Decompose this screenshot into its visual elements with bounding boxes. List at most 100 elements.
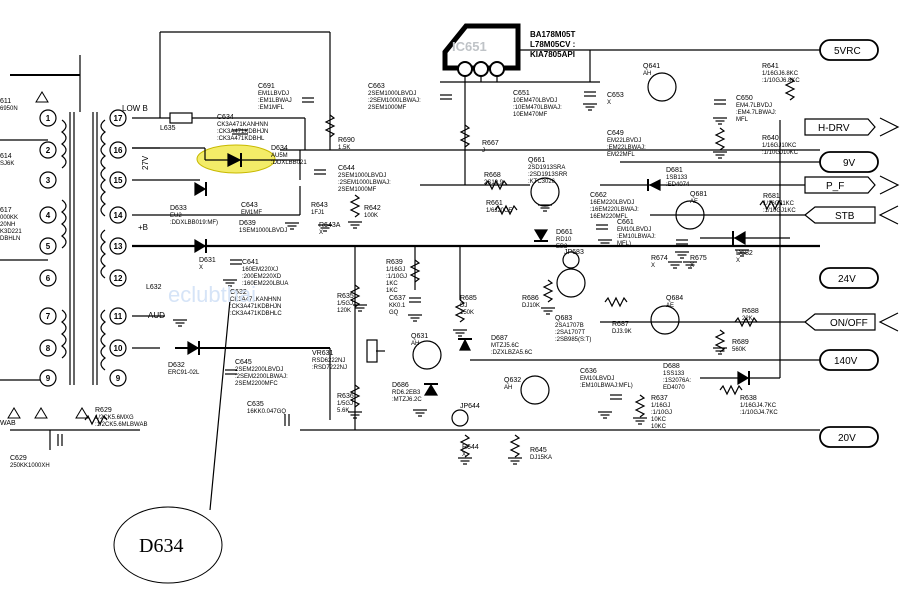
component-c651-line-1: 10EM470LBVDJ [513,98,557,104]
callout-label: D634 [139,535,183,557]
label-plus-b: +B [138,223,148,232]
component-c645-line-2: :2SEM2200LBWAJ: [235,374,288,380]
component-c649-line-1: EM22LBVDJ [607,138,641,144]
pin-right-12 [109,269,127,287]
warning-icons [7,91,89,419]
component-c691-line-3: :EM1MFL [258,105,285,111]
pin-right-13 [109,237,127,255]
pin-right-10 [109,339,127,357]
component-c650-line-1: EM4.7LBVDJ [736,103,772,109]
component-q632-ref: Q632 [504,377,521,384]
left-part-d617-line-4: DBHLN [0,236,20,242]
component-vr631-line-1: RSD6222NJ [312,358,345,364]
component-q661-ref: Q661 [528,157,545,164]
component-c650-ref: C650 [736,95,753,102]
component-r635-line-2: 120K [337,308,351,314]
label-low-b: LOW B [122,104,148,113]
component-c661-line-1: EM10LBVDJ [617,227,651,233]
pin-left-1 [39,109,57,127]
pin-left-7 [39,307,57,325]
component-c636-line-1: EM10LBVDJ [580,376,614,382]
pin-right-10-label: 10 [114,344,123,353]
component-r636-line-2: 5.6K [337,408,349,414]
component-c634-line-3: :CK3A471KDBHL [217,136,265,142]
component-c691-ref: C691 [258,83,275,90]
component-d634lbl-line-1: AU5M [271,153,288,159]
component-r640-line-1: 1/16GJ10KC [762,143,797,149]
component-q681-ref: Q681 [690,191,707,198]
label-27v: 27V [141,155,150,170]
component-c632-line-3: :CK3A471KDBHLC [230,311,282,317]
rail-pills: 5VRC H-DRV 9V P_F STB 24V ON/OFF [804,39,900,448]
pin-right-16-label: 16 [114,146,123,155]
component-c649-line-2: :EM22LBWAJ: [607,145,646,151]
component-r668-ref: R668 [484,172,501,179]
ic-part-1: BA178M05T [530,30,575,39]
pin-right-17-label: 17 [114,114,123,123]
ic-part-2: L78M05CV : [530,40,575,49]
component-d639-ref: D639 [239,220,256,227]
component-r637-line-3: 10KC [651,417,667,423]
component-l632-ref: L632 [146,284,162,291]
pin-left-2-label: 2 [46,146,51,155]
rail-5vrc: 5VRC [819,39,879,61]
component-q661-line-3: :KTC3026 [528,179,556,185]
component-q661-line-2: :2SD1913SRR [528,172,568,178]
component-q683-line-3: :2SB985(S:T) [555,337,591,343]
component-d688-ref: D688 [663,363,680,370]
component-d661-line-2: EB2 [556,244,568,250]
component-r636-line-1: 1/5GJ [337,401,353,407]
component-c637-ref: C637 [389,295,406,302]
component-r685-line-1: DJ [460,303,467,309]
component-r636-ref: R636 [337,393,354,400]
component-c645-ref: C645 [235,359,252,366]
component-r635-line-1: 1/5GJ [337,301,353,307]
component-r661-line-1: 1/6J20CE [486,208,512,214]
component-q683-line-2: :2SA1707T [555,330,585,336]
component-c632-line-2: :CK3A471KDBHJN [230,304,281,310]
pin-left-5 [39,237,57,255]
component-c663-line-3: 2SEM1000MF [368,105,407,111]
component-c641-line-2: :200EM220XD [242,274,282,280]
component-r641-ref: R641 [762,63,779,70]
component-d631-ref: D631 [199,257,216,264]
rail-pf: P_F [804,175,900,195]
component-r688-line-1: 22K [742,316,753,322]
pin-right-12-label: 12 [114,274,123,283]
pin-left-8-label: 8 [46,344,51,353]
component-c636-line-2: :EM10LBWAJ:MFL) [580,383,633,389]
component-r690-ref: R690 [338,137,355,144]
left-part-c629-line-1: 250KK1000XH [10,463,50,469]
component-q683-line-1: 2SA1707B [555,323,584,329]
component-r644-ref: R644 [462,444,479,451]
left-part-r629-line-2: :1/2CK5.6MLBWAB [95,422,147,428]
component-q683-ref: Q683 [555,315,572,322]
component-d633-ref: D633 [170,205,187,212]
component-d688-line-3: ED4070 [663,385,685,391]
component-l635-ref: L635 [160,125,176,132]
component-c661-ref: C661 [617,219,634,226]
component-d681-line-1: 1SB133 [666,175,688,181]
component-r667-ref: R667 [482,140,499,147]
pin-left-4-label: 4 [46,211,51,220]
pin-right-9 [109,369,127,387]
rail-pf-label: P_F [826,181,844,192]
component-r645-ref: R645 [530,447,547,454]
component-c653-ref: C653 [607,92,624,99]
component-r637-line-4: 10KC [651,424,667,430]
component-d681-ref: D681 [666,167,683,174]
component-vr631-line-2: :RSD7222NJ [312,365,347,371]
component-d687-line-1: MTZJ5.6C [491,343,520,349]
component-q684-ref: Q684 [666,295,683,302]
component-r645-line-1: DJ15KA [530,455,552,461]
left-part-d614-line-1: SJ6K [0,161,14,167]
component-c650-line-2: :EM4.7LBWAJ: [736,110,777,116]
component-r637-line-2: :1/10GJ [651,410,672,416]
component-r639-line-1: 1/16GJ [386,267,405,273]
rail-20v-label: 20V [838,433,856,444]
pin-right-15 [109,171,127,189]
component-r689-ref: R689 [732,339,749,346]
left-part-d617-ref: 617 [0,207,12,214]
left-part-p611-ref: 611 [0,98,11,105]
